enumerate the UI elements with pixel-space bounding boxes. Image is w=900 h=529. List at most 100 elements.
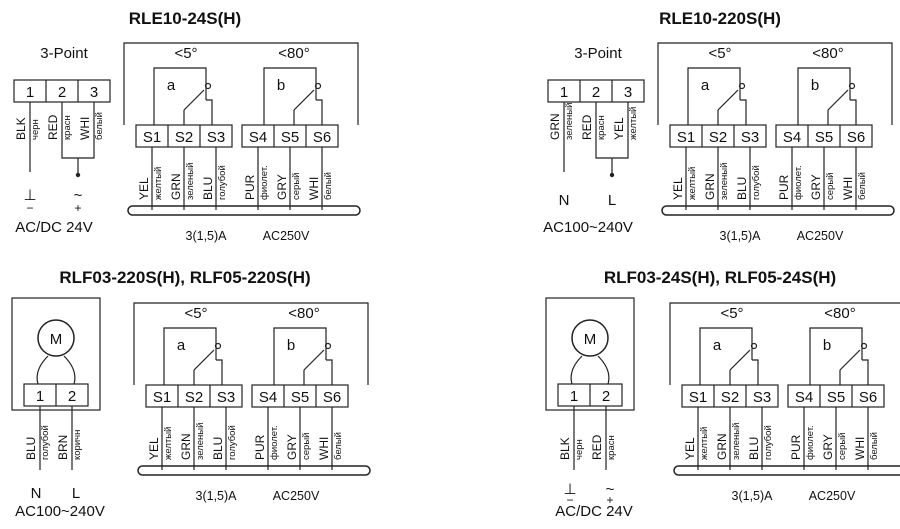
terminal-S5: S5	[281, 129, 299, 146]
contact-a-label: a	[701, 77, 710, 94]
motor-label: M	[50, 331, 63, 348]
switch-b-lead-no	[326, 359, 333, 385]
switch-frame	[133, 302, 369, 385]
contact-b-label: b	[823, 337, 831, 354]
motor-lead-2	[597, 355, 610, 385]
terminal-S3: S3	[741, 129, 759, 146]
wire-ru-label: желтый	[687, 167, 698, 200]
contact-a-label: a	[167, 77, 176, 94]
contact-a-label: a	[177, 337, 186, 354]
terminal-S5: S5	[815, 129, 833, 146]
supply-terminal-3: 3	[624, 84, 632, 101]
wire-ru-label: желтый	[163, 427, 174, 460]
switch-b-blade	[303, 349, 325, 371]
terminal-S1: S1	[143, 129, 161, 146]
ac-symbol: ~	[606, 481, 615, 498]
switch-b-blade	[839, 349, 861, 371]
wire-code-label: BLK	[558, 437, 572, 460]
wire-code-label: WHI	[317, 437, 331, 460]
supply-heading: 3-Point	[40, 45, 88, 62]
wire-ru-label: желтый	[153, 167, 164, 200]
supply-terminal-2: 2	[592, 84, 600, 101]
diagram-title: RLF03-220S(H), RLF05-220S(H)	[59, 268, 310, 287]
wire-code-label: GRY	[809, 174, 823, 200]
wire-ru-label: фиолет.	[793, 165, 804, 200]
wire-code-label: GRN	[169, 173, 183, 200]
rating-voltage: AC250V	[797, 229, 844, 243]
angle-b-label: <80°	[824, 305, 855, 322]
wire-ru-label: зеленый	[564, 103, 575, 140]
wire-code-label: YEL	[671, 177, 685, 200]
wire-ru-label: серый	[825, 173, 836, 200]
switch-a-pivot	[204, 82, 212, 90]
supply-caption: AC100~240V	[543, 219, 633, 236]
wire-code-label: YEL	[137, 177, 151, 200]
supply-wire-joint	[61, 150, 95, 159]
wire-ru-label: зеленый	[195, 423, 206, 460]
wire-code-label: YEL	[147, 437, 161, 460]
cable-bundle	[661, 205, 895, 216]
wire-ru-label: голубой	[763, 425, 774, 460]
wire-code-label: GRN	[548, 113, 562, 140]
switch-b-lead-nc	[263, 67, 317, 125]
switch-b-pivot	[314, 82, 322, 90]
wire-node-dot	[75, 172, 81, 178]
terminal-S4: S4	[795, 389, 813, 406]
motor-terminal-1: 1	[36, 388, 44, 405]
wire-ru-label: зеленый	[185, 163, 196, 200]
wire-ru-label: голубой	[40, 425, 51, 460]
supply-heading: 3-Point	[574, 45, 622, 62]
wire-node-dot	[609, 172, 615, 178]
wire-code-label: BRN	[56, 435, 70, 460]
contact-b-label: b	[287, 337, 295, 354]
wire-code-label: YEL	[612, 117, 626, 140]
switch-frame	[657, 42, 893, 125]
supply-caption: AC/DC 24V	[555, 503, 633, 520]
wire-code-label: GRY	[821, 434, 835, 460]
wire-ru-label: белый	[323, 172, 334, 200]
motor-icon	[37, 319, 75, 357]
terminal-S6: S6	[847, 129, 865, 146]
motor-terminal-1: 1	[570, 388, 578, 405]
wire-ru-label: фиолет.	[805, 425, 816, 460]
switch-a-pivot	[750, 342, 758, 350]
switch-a-blade	[729, 349, 751, 371]
angle-b-label: <80°	[812, 45, 843, 62]
contact-a-label: a	[713, 337, 722, 354]
cable-bundle	[127, 205, 361, 216]
rating-current: 3(1,5)A	[196, 489, 238, 503]
switch-b-blade	[293, 89, 315, 111]
wire-ru-label: красн	[62, 115, 73, 140]
switch-frame	[123, 42, 359, 125]
switch-b-lead-no	[316, 99, 323, 125]
wire-code-label: GRY	[285, 434, 299, 460]
wire-ru-label: желтый	[628, 107, 639, 140]
switch-a-blade	[193, 349, 215, 371]
terminal-S3: S3	[207, 129, 225, 146]
diagram-title: RLE10-220S(H)	[659, 9, 781, 28]
supply-terminal-1: 1	[560, 84, 568, 101]
wire-code-label: WHI	[307, 177, 321, 200]
terminal-S1: S1	[689, 389, 707, 406]
wire-code-label: WHI	[841, 177, 855, 200]
switch-a-lead-no	[206, 99, 213, 125]
supply-terminal-3: 3	[90, 84, 98, 101]
terminal-S6: S6	[323, 389, 341, 406]
cable-bundle	[137, 465, 371, 476]
switch-b-pivot	[324, 342, 332, 350]
motor-label: M	[584, 331, 597, 348]
wire-code-label: GRY	[275, 174, 289, 200]
angle-a-label: <5°	[184, 305, 207, 322]
supply-caption: AC100~240V	[15, 503, 105, 520]
terminal-S4: S4	[783, 129, 801, 146]
supply-terminal-2: 2	[58, 84, 66, 101]
wire-ru-label: черн	[30, 119, 41, 140]
motor-lead-1	[36, 355, 49, 385]
supply-terminal-1: 1	[26, 84, 34, 101]
terminal-S2: S2	[175, 129, 193, 146]
switch-a-lead-nc	[699, 327, 753, 385]
motor-housing	[545, 297, 635, 411]
wire-ru-label: серый	[837, 433, 848, 460]
switch-a-lead-nc	[687, 67, 741, 125]
motor-terminal-2: 2	[602, 388, 610, 405]
